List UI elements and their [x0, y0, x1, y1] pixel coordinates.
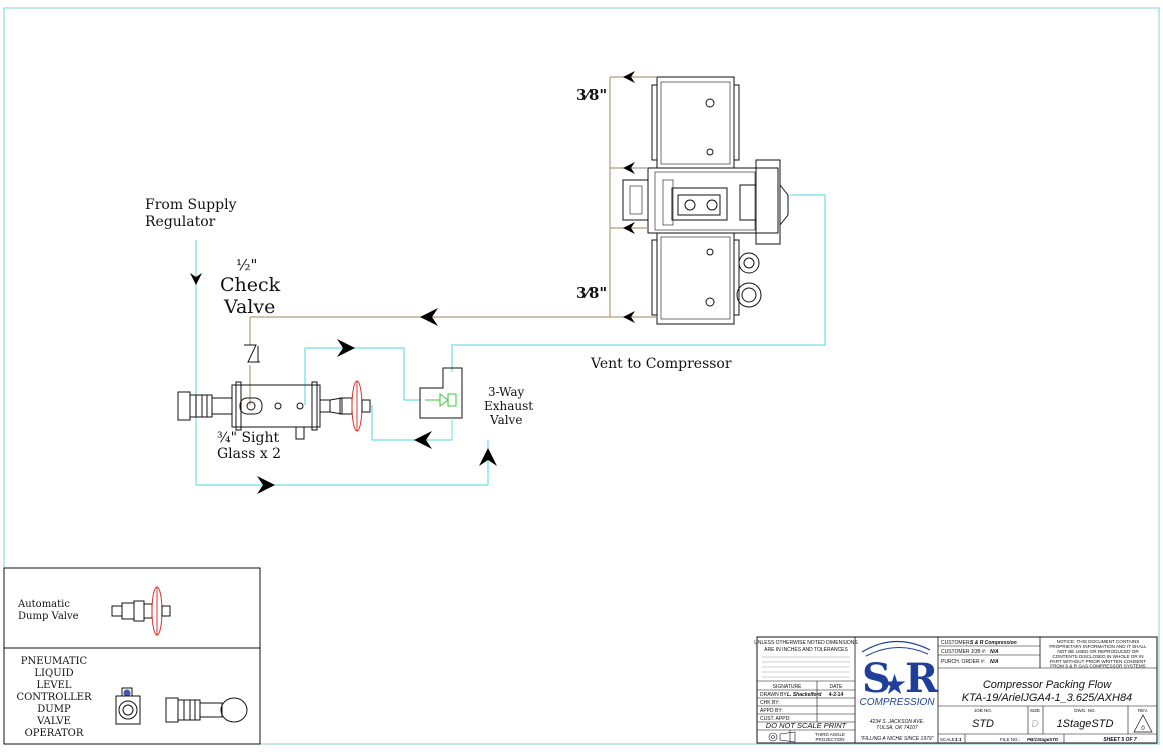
title-block: UNLESS OTHERWISE NOTED DIMENSIONS ARE IN… [754, 636, 1158, 744]
tb-size: D [1031, 719, 1038, 730]
tb-sheet: SHEET 5 OF 7 [1103, 737, 1137, 743]
tb-notes-1: UNLESS OTHERWISE NOTED DIMENSIONS [754, 640, 858, 646]
legend-pneumatic-6: VALVE [36, 716, 71, 727]
label-three-way-2: Exhaust [484, 399, 533, 413]
three-way-valve [419, 367, 463, 440]
drawing-labels: From Supply Regulator ½" Check Valve 3⁄8… [145, 86, 732, 462]
tb-file-no-label: FILE NO.: [1000, 737, 1020, 742]
dump-valve-main [339, 380, 371, 432]
check-valve-symbol [244, 344, 260, 363]
tb-title-line2: KTA-19/ArielJGA4-1_3.625/AXH84 [962, 692, 1132, 704]
tb-job-no-label: JOB NO. [974, 708, 992, 713]
legend-pneumatic-5: DUMP [37, 704, 71, 715]
tb-purch-order: N/A [990, 659, 999, 665]
tb-notice-2: PROPRIETARY INFORMATION AND IT SHALL [1049, 644, 1147, 649]
legend-pneumatic-3: LEVEL [36, 680, 71, 691]
supply-lines [195, 194, 826, 486]
sight-glass-assembly [177, 381, 343, 440]
tb-title-line1: Compressor Packing Flow [983, 679, 1112, 691]
tb-size-label: SIZE [1030, 708, 1040, 713]
tb-file-no: PB/1StageSTD [1027, 737, 1059, 742]
tb-appd-by: APPD BY: [760, 708, 783, 714]
rev-triangle-icon [1133, 714, 1153, 733]
label-sight-glass-2: Glass x 2 [217, 446, 281, 462]
compressor-assembly [622, 76, 789, 325]
tb-drawn-by-label: DRAWN BY [760, 692, 787, 698]
label-check-valve-2: Valve [223, 296, 275, 318]
svg-text:S: S [862, 655, 891, 702]
legend-pneumatic-4: CONTROLLER [16, 692, 92, 703]
tb-drawn-date: 4-2-14 [829, 692, 844, 698]
label-from-supply-2: Regulator [145, 214, 216, 230]
tb-address-2: TULSA, OK 74107 [876, 725, 918, 731]
tb-dwg-no-label: DWG. NO. [1074, 708, 1096, 713]
tb-drawn-by: L. Shackelford [787, 692, 822, 698]
tb-notice-5: PART WITHOUT PRIOR WRITTEN CONSENT [1050, 659, 1146, 664]
label-from-supply-1: From Supply [145, 197, 237, 213]
label-three-eighths-top: 3⁄8" [576, 86, 607, 104]
tb-cust-appd: CUST. APPD: [760, 716, 791, 722]
legend-operator-icon [115, 687, 141, 725]
tb-notice-6: FROM S & R GAS COMPRESSOR SYSTEMS [1050, 664, 1145, 669]
legend: Automatic Dump Valve PNEUMATIC LIQUID LE… [3, 567, 261, 745]
legend-pneumatic-2: LIQUID [34, 668, 73, 679]
flow-arrows [190, 71, 635, 494]
legend-controller-icon [165, 697, 248, 723]
legend-auto-dump-1: Automatic [17, 599, 70, 610]
tb-third-angle-1: THIRD ANGLE [815, 732, 845, 737]
tb-chk-by: CHK BY: [760, 700, 780, 706]
tb-tolerance-lines [762, 656, 850, 678]
tb-purch-order-label: PURCH. ORDER #: [941, 659, 985, 665]
label-half-inch: ½" [236, 256, 257, 274]
svg-text:R: R [905, 655, 939, 702]
tb-notice-3: NOT BE USED OR REPRODUCED OR [1057, 649, 1139, 654]
tb-notice-4: CONTENTS DISCLOSED IN WHOLE OR IN [1052, 654, 1143, 659]
label-three-eighths-bottom: 3⁄8" [576, 284, 607, 302]
legend-pneumatic-1: PNEUMATIC [21, 656, 88, 667]
tb-notes-2: ARE IN INCHES AND TOLERANCES [764, 647, 848, 653]
tb-slogan: "FILLING A NICHE SINCE 1979" [861, 736, 934, 742]
tb-rev-label: REV. [1138, 708, 1148, 713]
label-sight-glass-1: ¾" Sight [217, 430, 280, 446]
label-three-way-3: Valve [489, 413, 522, 427]
tb-rev: 0 [1141, 726, 1145, 732]
tb-date-label: DATE [830, 684, 844, 690]
tb-signature: SIGNATURE [773, 684, 802, 690]
company-logo: S ★ R [861, 640, 939, 702]
tb-customer-job: N/A [990, 649, 999, 655]
tb-customer-label: CUSTOMER: [941, 640, 971, 646]
svg-text:★: ★ [882, 668, 907, 701]
tb-notice-1: NOTICE: THIS DOCUMENT CONTAINS [1057, 639, 1140, 644]
tb-dwg-no: 1StageSTD [1057, 718, 1114, 730]
label-three-way-1: 3-Way [488, 385, 524, 399]
tb-do-not-scale: DO NOT SCALE PRINT [766, 721, 848, 730]
label-check-valve-1: Check [220, 274, 281, 296]
tb-company: COMPRESSION [859, 697, 935, 708]
third-angle-icon [768, 731, 796, 743]
legend-pneumatic-7: OPERATOR [25, 728, 84, 739]
tb-address-1: 4234 S. JACKSON AVE. [870, 719, 925, 725]
tb-customer-job-label: CUSTOMER JOB #: [941, 649, 986, 655]
tb-third-angle-2: PROJECTION [815, 737, 844, 742]
tb-scale-label: SCALE: [940, 737, 956, 742]
drawing-border [3, 7, 1160, 745]
tb-scale: 1:1 [955, 737, 962, 742]
legend-dump-valve-icon [111, 586, 171, 636]
tb-job-no: STD [972, 718, 994, 730]
tb-customer: S & R Compression [970, 640, 1017, 646]
legend-auto-dump-2: Dump Valve [18, 611, 79, 622]
label-vent-to-compressor: Vent to Compressor [590, 356, 732, 372]
